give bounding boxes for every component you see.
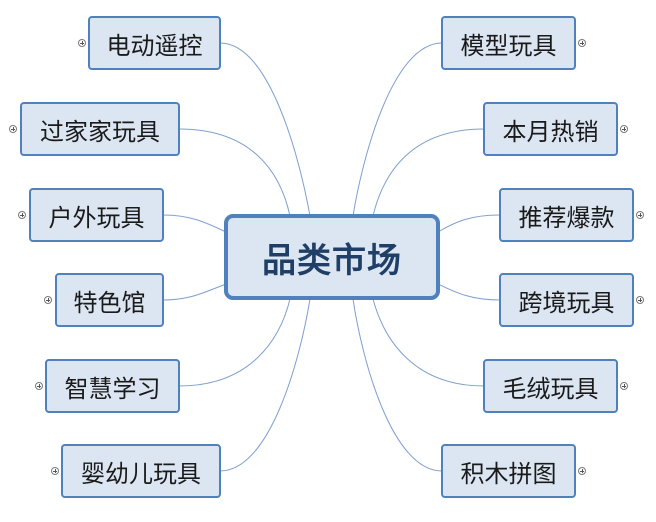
- central-topic[interactable]: 品类市场: [224, 214, 440, 300]
- topic-right-1[interactable]: 模型玩具: [441, 16, 576, 70]
- connector-line: [437, 214, 501, 233]
- plus-circle-icon[interactable]: [35, 382, 43, 390]
- connector-line: [162, 214, 227, 233]
- plus-circle-icon[interactable]: [9, 125, 17, 133]
- plus-circle-icon[interactable]: [78, 39, 86, 47]
- connector-line: [178, 128, 291, 217]
- plus-circle-icon[interactable]: [636, 296, 644, 304]
- topic-left-4[interactable]: 特色馆: [55, 273, 164, 327]
- plus-circle-icon[interactable]: [620, 125, 628, 133]
- plus-circle-icon[interactable]: [620, 382, 628, 390]
- topic-right-5[interactable]: 毛绒玩具: [483, 359, 618, 413]
- connector-line: [178, 298, 291, 387]
- connector-line: [372, 128, 485, 217]
- topic-right-3[interactable]: 推荐爆款: [499, 188, 634, 242]
- connector-line: [437, 283, 501, 301]
- topic-left-3[interactable]: 户外玩具: [29, 188, 164, 242]
- plus-circle-icon[interactable]: [636, 211, 644, 219]
- topic-left-5[interactable]: 智慧学习: [45, 359, 180, 413]
- topic-right-4[interactable]: 跨境玩具: [499, 273, 634, 327]
- connector-line: [219, 42, 311, 217]
- plus-circle-icon[interactable]: [578, 39, 586, 47]
- topic-right-6[interactable]: 积木拼图: [441, 444, 576, 498]
- connector-line: [372, 298, 485, 387]
- topic-left-6[interactable]: 婴幼儿玩具: [61, 444, 221, 498]
- plus-circle-icon[interactable]: [44, 296, 52, 304]
- plus-circle-icon[interactable]: [18, 211, 26, 219]
- connector-line: [219, 298, 311, 472]
- connector-line: [162, 283, 227, 301]
- plus-circle-icon[interactable]: [578, 467, 586, 475]
- topic-right-2[interactable]: 本月热销: [483, 102, 618, 156]
- topic-left-1[interactable]: 电动遥控: [88, 16, 221, 70]
- plus-circle-icon[interactable]: [51, 467, 59, 475]
- connector-line: [352, 298, 443, 472]
- connector-line: [352, 42, 443, 217]
- topic-left-2[interactable]: 过家家玩具: [20, 102, 180, 156]
